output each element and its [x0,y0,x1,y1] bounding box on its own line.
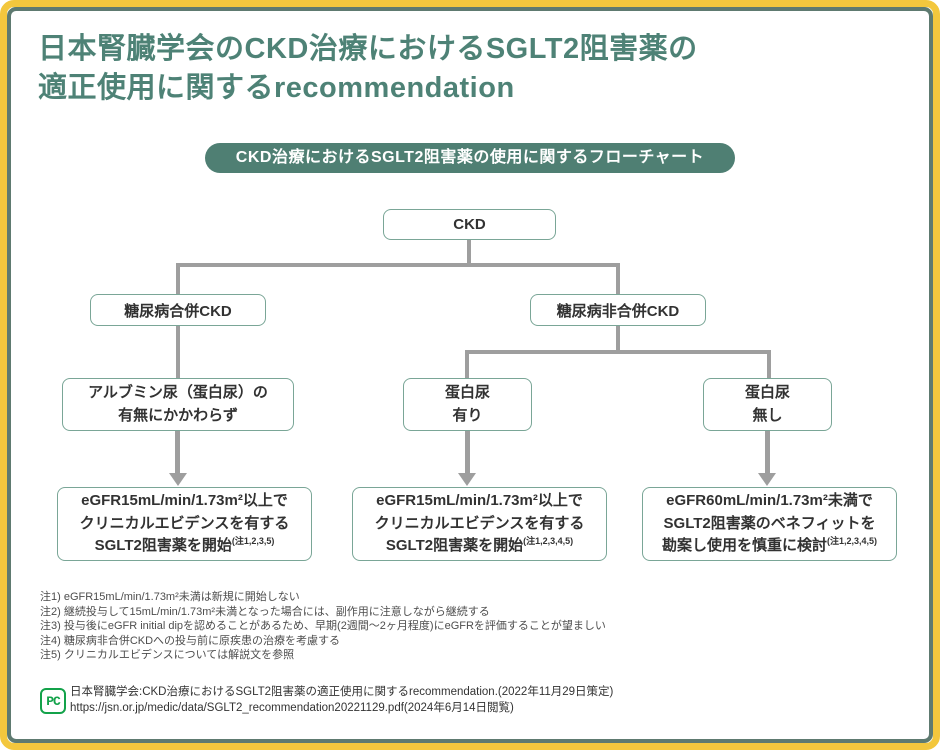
page-title-line1: 日本腎臓学会のCKD治療におけるSGLT2阻害薬の [38,33,698,65]
node-proteinuria-absent-line1: 蛋白尿 [744,384,790,401]
outcome-no-proteinuria-line1: eGFR60mL/min/1.73m²未満で [666,492,873,510]
connector-non-dm-down [616,326,620,354]
footnote-3: 注3) 投与後にeGFR initial dipを認めることがあるため、早期(2… [40,620,606,633]
footnote-4: 注4) 糖尿病非合併CKDへの投与前に原疾患の治療を考慮する [40,634,341,647]
outcome-diabetic-line1: eGFR15mL/min/1.73m²以上で [81,492,288,510]
footnotes: 注1) eGFR15mL/min/1.73m²未満は新規に開始しない 注2) 継… [40,590,606,663]
connector-level1-horizontal [176,263,620,267]
node-outcome-proteinuria-present: eGFR15mL/min/1.73m²以上で クリニカルエビデンスを有する SG… [352,487,607,561]
page-title: 日本腎臓学会のCKD治療におけるSGLT2阻害薬の 適正使用に関するrecomm… [38,30,698,107]
pc-logo-icon: PC [40,688,66,714]
node-diabetic-ckd-label: 糖尿病合併CKD [124,302,232,320]
arrow-head-middle-icon [458,473,476,486]
outcome-proteinuria-note-sup: (注1,2,3,4,5) [523,536,574,547]
arrow-head-right-icon [758,473,776,486]
citation-line1: 日本腎臓学会:CKD治療におけるSGLT2阻害薬の適正使用に関するrecomme… [70,686,614,698]
connector-level2-horizontal [465,350,771,354]
node-proteinuria-absent-line2: 無し [752,406,783,424]
node-albuminuria-regardless: アルブミン尿（蛋白尿）の 有無にかかわらず [62,378,294,431]
outcome-no-proteinuria-note-sup: (注1,2,3,4,5) [826,536,878,547]
footnote-5: 注5) クリニカルエビデンスについては解説文を参照 [40,649,295,662]
outcome-proteinuria-line3-text: SGLT2阻害薬を開始 [385,537,524,555]
page-title-line2: 適正使用に関するrecommendation [38,71,515,104]
node-outcome-diabetic: eGFR15mL/min/1.73m²以上で クリニカルエビデンスを有する SG… [57,487,312,561]
connector-to-non-dm-ckd [616,263,620,295]
node-non-diabetic-ckd: 糖尿病非合併CKD [530,294,706,326]
outcome-diabetic-line3: SGLT2阻害薬を開始(注1,2,3,5) [95,535,275,558]
node-ckd: CKD [383,209,556,240]
connector-to-proteinuria-yes [465,350,469,379]
outcome-diabetic-line2: クリニカルエビデンスを有する [79,514,290,532]
node-non-diabetic-ckd-label: 糖尿病非合併CKD [556,302,680,320]
outcome-diabetic-note-sup: (注1,2,3,5) [231,536,275,547]
node-ckd-label: CKD [453,216,486,233]
arrow-shaft-right [765,431,770,474]
connector-ckd-down [467,239,471,266]
arrow-head-left-icon [169,473,187,486]
node-proteinuria-present-line2: 有り [452,406,483,424]
node-albuminuria-line2: 有無にかかわらず [118,406,238,424]
outcome-proteinuria-line1: eGFR15mL/min/1.73m²以上で [376,492,583,510]
connector-to-proteinuria-no [767,350,771,379]
outcome-diabetic-line3-text: SGLT2阻害薬を開始 [94,537,232,555]
outcome-no-proteinuria-line3-text: 勘案し使用を慎重に検討 [661,537,827,555]
node-albuminuria-line1: アルブミン尿（蛋白尿）の [88,384,268,401]
outcome-proteinuria-line3: SGLT2阻害薬を開始(注1,2,3,4,5) [386,535,573,558]
connector-to-dm-ckd [176,263,180,295]
node-outcome-proteinuria-absent: eGFR60mL/min/1.73m²未満で SGLT2阻害薬のベネフィットを … [642,487,897,561]
node-proteinuria-present-line1: 蛋白尿 [444,384,490,401]
outcome-no-proteinuria-line2: SGLT2阻害薬のベネフィットを [663,514,876,532]
node-proteinuria-present: 蛋白尿 有り [403,378,532,431]
citation-line2: https://jsn.or.jp/medic/data/SGLT2_recom… [70,702,514,714]
flowchart-banner: CKD治療におけるSGLT2阻害薬の使用に関するフローチャート [205,143,735,173]
node-diabetic-ckd: 糖尿病合併CKD [90,294,266,326]
outcome-proteinuria-line2: クリニカルエビデンスを有する [374,514,585,532]
arrow-shaft-middle [465,431,470,474]
footnote-1: 注1) eGFR15mL/min/1.73m²未満は新規に開始しない [40,591,300,603]
connector-dm-to-albuminuria [176,326,180,379]
outcome-no-proteinuria-line3: 勘案し使用を慎重に検討(注1,2,3,4,5) [662,535,877,558]
arrow-shaft-left [175,431,180,474]
citation: 日本腎臓学会:CKD治療におけるSGLT2阻害薬の適正使用に関するrecomme… [70,684,613,716]
node-proteinuria-absent: 蛋白尿 無し [703,378,832,431]
footnote-2: 注2) 継続投与して15mL/min/1.73m²未満となった場合には、副作用に… [40,605,490,618]
